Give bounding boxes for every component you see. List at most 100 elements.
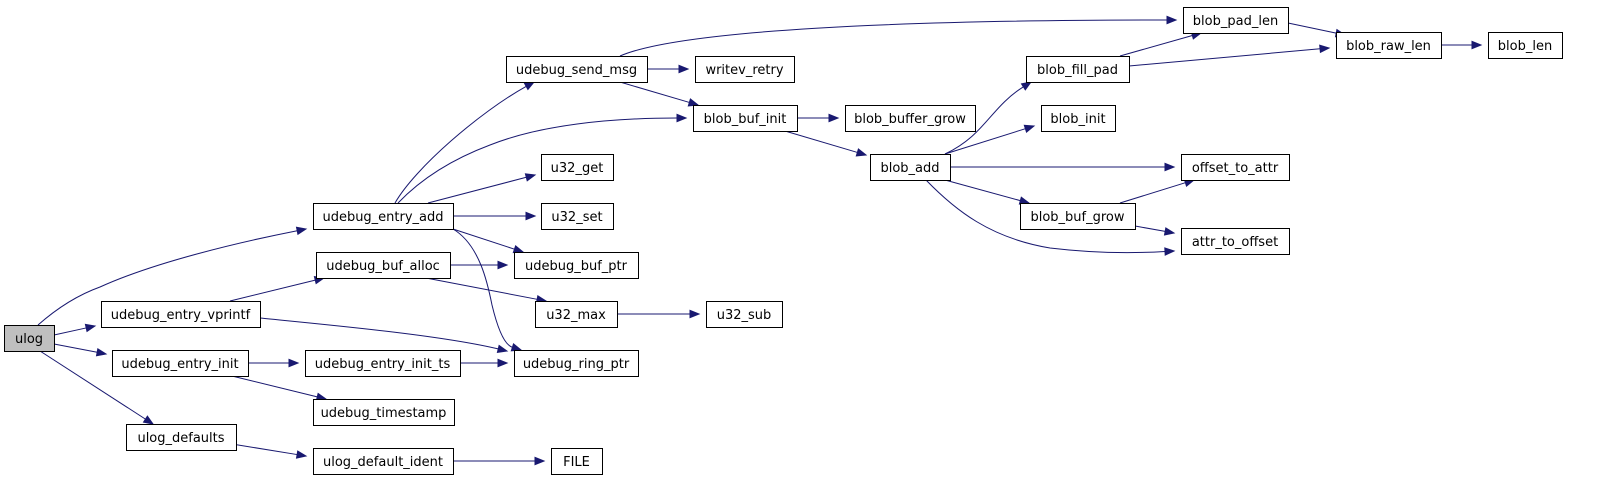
- call-edge-ulog-to-udebug_entry_vprintf: [53, 323, 97, 336]
- node-box: [514, 252, 639, 279]
- node-u32_get[interactable]: u32_get: [541, 154, 614, 181]
- node-udebug_entry_init[interactable]: udebug_entry_init: [112, 350, 249, 377]
- node-udebug_timestamp[interactable]: udebug_timestamp: [313, 399, 455, 426]
- node-label: blob_init: [1050, 112, 1105, 127]
- arrowhead: [512, 244, 525, 254]
- call-edge-blob_buf_grow-to-attr_to_offset: [1134, 225, 1176, 236]
- call-edge-udebug_entry_init_ts-to-udebug_ring_ptr: [460, 358, 509, 368]
- arrowhead: [828, 113, 840, 123]
- node-box: [101, 301, 261, 328]
- node-label: u32_max: [546, 308, 606, 323]
- node-box: [695, 56, 795, 83]
- call-edge-blob_fill_pad-to-blob_raw_len: [1128, 44, 1331, 67]
- arrowhead: [510, 343, 523, 352]
- node-box: [845, 105, 976, 132]
- node-label: udebug_entry_init_ts: [315, 357, 451, 372]
- node-box: [313, 399, 455, 426]
- node-label: u32_set: [551, 210, 602, 225]
- node-udebug_send_msg[interactable]: udebug_send_msg: [506, 56, 648, 83]
- node-box: [313, 448, 454, 475]
- node-udebug_entry_vprintf[interactable]: udebug_entry_vprintf: [101, 301, 261, 328]
- node-label: udebug_entry_vprintf: [111, 308, 251, 323]
- node-blob_fill_pad[interactable]: blob_fill_pad: [1026, 56, 1130, 83]
- node-box: [506, 56, 648, 83]
- call-edge-blob_raw_len-to-blob_len: [1441, 40, 1483, 50]
- arrowhead: [523, 81, 536, 91]
- node-blob_buf_grow[interactable]: blob_buf_grow: [1020, 203, 1136, 230]
- arrowhead: [497, 260, 509, 270]
- node-FILE[interactable]: FILE: [551, 448, 603, 475]
- node-box: [551, 448, 603, 475]
- node-u32_max[interactable]: u32_max: [535, 301, 618, 328]
- call-edge-blob_add-to-offset_to_attr: [950, 162, 1176, 172]
- arrowhead: [1164, 247, 1176, 256]
- node-label: FILE: [563, 455, 590, 470]
- arrowhead: [676, 113, 688, 123]
- call-edge-ulog_default_ident-to-FILE: [453, 456, 546, 466]
- node-label: udebug_timestamp: [321, 406, 447, 421]
- arrowhead: [1164, 162, 1176, 172]
- arrowhead: [525, 211, 537, 221]
- node-ulog_default_ident[interactable]: ulog_default_ident: [313, 448, 454, 475]
- node-label: u32_sub: [717, 308, 772, 323]
- node-box: [1181, 154, 1290, 181]
- node-box: [706, 301, 783, 328]
- node-box: [1181, 228, 1290, 255]
- node-offset_to_attr[interactable]: offset_to_attr: [1181, 154, 1290, 181]
- arrowhead: [497, 358, 509, 368]
- node-attr_to_offset[interactable]: attr_to_offset: [1181, 228, 1290, 255]
- node-writev_retry[interactable]: writev_retry: [695, 56, 795, 83]
- call-graph-nodes: ulog udebug_entry_add udebug_entry_vprintf…: [4, 7, 1563, 475]
- node-label: blob_raw_len: [1346, 39, 1431, 54]
- arrowhead: [84, 323, 97, 333]
- node-udebug_entry_init_ts[interactable]: udebug_entry_init_ts: [305, 350, 461, 377]
- node-blob_add[interactable]: blob_add: [870, 154, 951, 181]
- arrowhead: [855, 148, 868, 157]
- call-edge-blob_buf_init-to-blob_buffer_grow: [797, 113, 840, 123]
- arrowhead: [142, 415, 155, 425]
- node-label: ulog_default_ident: [323, 455, 443, 470]
- arrowhead: [288, 358, 300, 368]
- node-box: [1041, 105, 1116, 132]
- arrowhead: [534, 456, 546, 466]
- node-blob_init[interactable]: blob_init: [1041, 105, 1116, 132]
- call-edge-udebug_entry_add-to-u32_set: [453, 211, 537, 221]
- node-label: writev_retry: [705, 63, 783, 78]
- call-edge-udebug_entry_add-to-u32_get: [427, 173, 537, 204]
- node-udebug_entry_add[interactable]: udebug_entry_add: [313, 203, 454, 230]
- arrowhead: [1166, 15, 1178, 25]
- node-u32_set[interactable]: u32_set: [541, 203, 614, 230]
- call-edge-ulog-to-udebug_entry_init: [53, 343, 108, 357]
- node-box: [1183, 7, 1289, 34]
- arrowhead: [1163, 227, 1176, 236]
- arrowhead: [678, 64, 690, 74]
- node-box: [112, 350, 249, 377]
- node-blob_buf_init[interactable]: blob_buf_init: [693, 105, 798, 132]
- call-graph-edges: [37, 15, 1483, 466]
- call-edge-udebug_entry_add-to-udebug_send_msg: [394, 81, 536, 204]
- node-udebug_buf_alloc[interactable]: udebug_buf_alloc: [316, 252, 451, 279]
- node-udebug_buf_ptr[interactable]: udebug_buf_ptr: [514, 252, 639, 279]
- node-udebug_ring_ptr[interactable]: udebug_ring_ptr: [514, 350, 639, 377]
- node-u32_sub[interactable]: u32_sub: [706, 301, 783, 328]
- call-edge-ulog_defaults-to-ulog_default_ident: [231, 443, 308, 459]
- call-edge-udebug_send_msg-to-blob_buf_init: [619, 81, 700, 107]
- call-edge-udebug_buf_alloc-to-udebug_buf_ptr: [450, 260, 509, 270]
- node-box: [541, 154, 614, 181]
- node-box: [4, 325, 55, 352]
- call-edge-udebug_send_msg-to-writev_retry: [647, 64, 690, 74]
- node-blob_buffer_grow[interactable]: blob_buffer_grow: [845, 105, 976, 132]
- node-box: [313, 203, 454, 230]
- arrowhead: [687, 98, 700, 107]
- node-ulog_defaults[interactable]: ulog_defaults: [126, 424, 237, 451]
- node-label: blob_buf_grow: [1030, 210, 1124, 225]
- node-label: attr_to_offset: [1192, 235, 1278, 250]
- node-label: ulog: [15, 332, 43, 347]
- node-blob_pad_len[interactable]: blob_pad_len: [1183, 7, 1289, 34]
- node-blob_raw_len[interactable]: blob_raw_len: [1336, 32, 1442, 59]
- arrowhead: [689, 309, 701, 319]
- node-blob_len[interactable]: blob_len: [1488, 32, 1563, 59]
- node-label: blob_buffer_grow: [854, 112, 966, 127]
- call-edge-blob_buf_init-to-blob_add: [784, 130, 868, 157]
